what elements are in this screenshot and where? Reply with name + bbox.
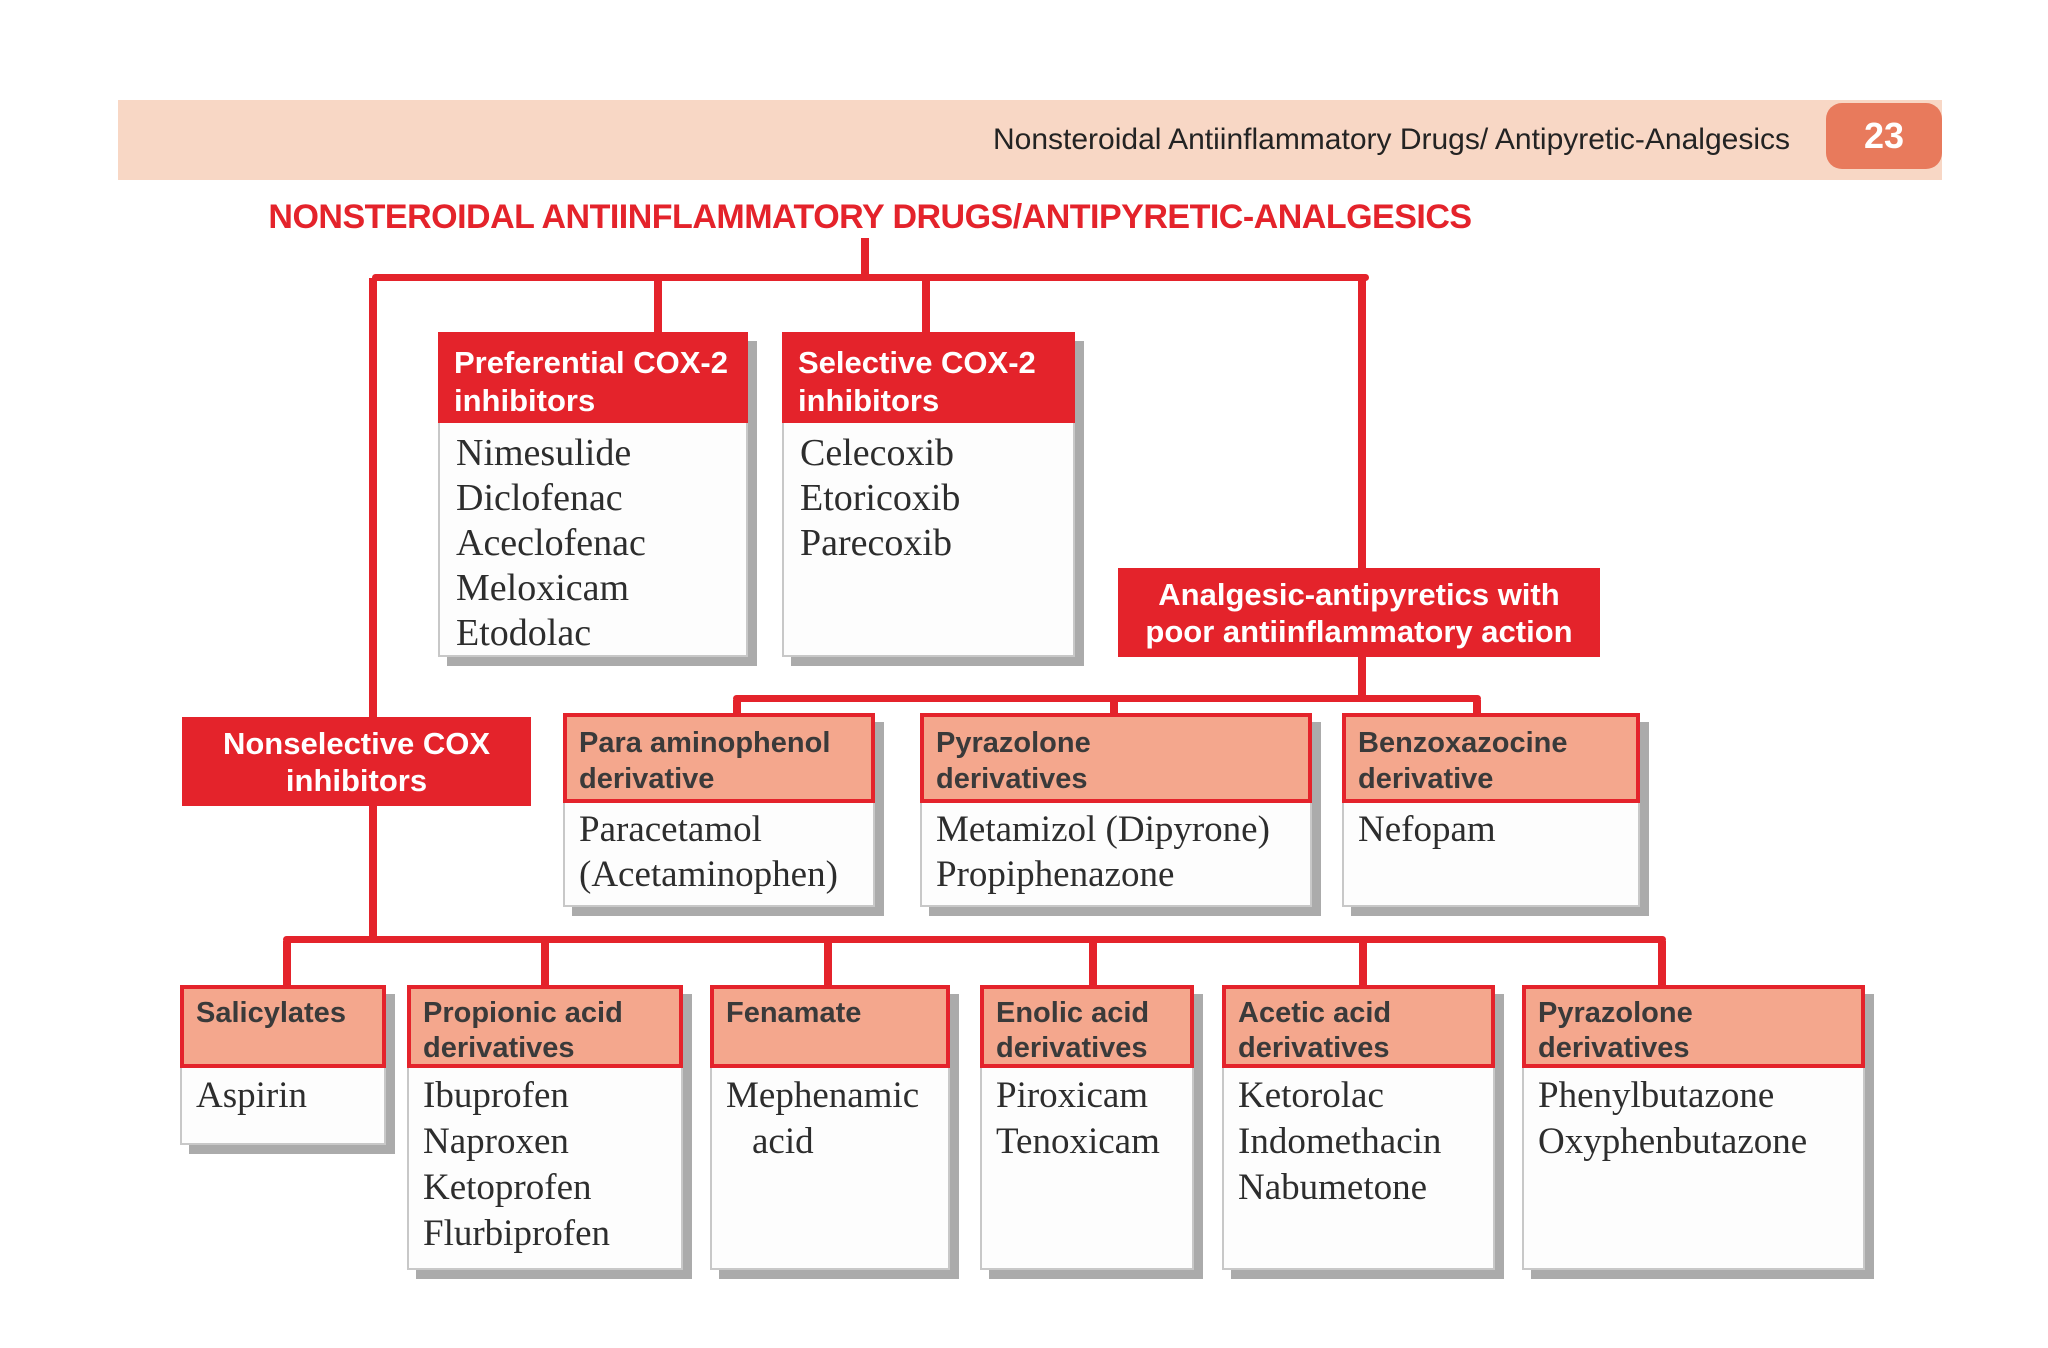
node-pyrazolone-derivatives-mid: Pyrazolone derivatives Metamizol (Dipyro… [920,713,1312,907]
drug-item: Etodolac [456,612,592,654]
node-salicylates: Salicylates Aspirin [180,985,386,1145]
connector-drop-para [733,700,741,715]
header-band: Nonsteroidal Antiinflammatory Drugs/ Ant… [118,100,1942,180]
connector-drop-pyrazolone-mid [1110,700,1118,715]
node-analgesic-antipyretics: Analgesic-antipyretics with poor antiinf… [1118,568,1600,657]
connector-leg-right [1358,278,1366,570]
node-nonselective-cox: Nonselective COX inhibitors [182,717,531,806]
drug-item: Parecoxib [800,522,952,564]
diagram-title: NONSTEROIDAL ANTIINFLAMMATORY DRUGS/ANTI… [268,198,1472,236]
drug-list: Ketorolac Indomethacin Nabumetone [1222,1068,1495,1270]
drug-item: Ketorolac [1238,1075,1384,1116]
drug-list: Mephenamic acid [710,1068,950,1270]
node-pyrazolone-derivatives-bottom: Pyrazolone derivatives Phenylbutazone Ox… [1522,985,1865,1270]
node-header: Fenamate [710,985,950,1068]
drug-item: Nabumetone [1238,1167,1428,1208]
drug-item: Flurbiprofen [423,1213,611,1254]
node-preferential-cox2: Preferential COX-2 inhibitors Nimesulide… [438,332,748,657]
drug-item: Nefopam [1358,809,1496,850]
drug-item: Nimesulide [456,432,632,474]
running-header-title: Nonsteroidal Antiinflammatory Drugs/ Ant… [992,123,1790,156]
connector-drop-pyrazolone-bottom [1658,941,1666,987]
drug-item: Tenoxicam [996,1121,1160,1162]
drug-item: Phenylbutazone [1538,1075,1775,1116]
node-header: Preferential COX-2 inhibitors [438,332,748,423]
drug-list: Celecoxib Etoricoxib Parecoxib [782,423,1075,657]
connector-trunk-2 [733,695,1481,702]
drug-list: Aspirin [180,1068,386,1145]
drug-item: Propiphenazone [936,854,1175,895]
connector-drop-enolic [1089,941,1097,987]
connector-trunk-1 [372,274,1369,281]
drug-item: Meloxicam [456,567,630,609]
node-para-aminophenol: Para aminophenol derivative Paracetamol … [563,713,875,907]
drug-item: Etoricoxib [800,477,961,519]
connector-analgesic-down [1358,655,1366,699]
drug-item: Paracetamol [579,809,762,850]
node-benzoxazocine: Benzoxazocine derivative Nefopam [1342,713,1640,907]
drug-list: Ibuprofen Naproxen Ketoprofen Flurbiprof… [407,1068,683,1270]
drug-list: Nimesulide Diclofenac Aceclofenac Meloxi… [438,423,748,657]
node-header: Enolic acid derivatives [980,985,1194,1068]
drug-list: Nefopam [1342,803,1640,907]
node-header: Salicylates [180,985,386,1068]
drug-item: Diclofenac [456,477,623,519]
drug-item: acid [752,1121,814,1162]
connector-drop-benzoxazocine [1473,700,1481,715]
connector-drop-propionic [541,941,549,987]
drug-list: Piroxicam Tenoxicam [980,1068,1194,1270]
drug-item: Aspirin [196,1075,307,1116]
drug-item: Indomethacin [1238,1121,1442,1162]
drug-item: Ibuprofen [423,1075,569,1116]
drug-item: (Acetaminophen) [579,854,838,895]
node-header: Para aminophenol derivative [563,713,875,803]
node-header: Pyrazolone derivatives [1522,985,1865,1068]
node-selective-cox2: Selective COX-2 inhibitors Celecoxib Eto… [782,332,1075,657]
node-fenamate: Fenamate Mephenamic acid [710,985,950,1270]
drug-list: Metamizol (Dipyrone) Propiphenazone [920,803,1312,907]
node-header: Acetic acid derivatives [1222,985,1495,1068]
connector-drop-salicylates [283,941,291,987]
node-propionic-acid: Propionic acid derivatives Ibuprofen Nap… [407,985,683,1270]
connector-leg-left-upper [369,278,377,719]
node-enolic-acid: Enolic acid derivatives Piroxicam Tenoxi… [980,985,1194,1270]
node-header: Benzoxazocine derivative [1342,713,1640,803]
drug-item: Metamizol (Dipyrone) [936,809,1270,850]
connector-trunk-3 [283,936,1666,943]
node-header: Pyrazolone derivatives [920,713,1312,803]
connector-drop-fenamate [824,941,832,987]
page-number-badge: 23 [1826,103,1942,169]
node-header: Selective COX-2 inhibitors [782,332,1075,423]
node-acetic-acid: Acetic acid derivatives Ketorolac Indome… [1222,985,1495,1270]
connector-drop-selective [922,278,930,334]
drug-item: Oxyphenbutazone [1538,1121,1808,1162]
drug-item: Piroxicam [996,1075,1149,1116]
connector-drop-acetic [1359,941,1367,987]
drug-list: Phenylbutazone Oxyphenbutazone [1522,1068,1865,1270]
drug-item: Mephenamic [726,1075,920,1116]
connector-title-stub [861,238,869,278]
drug-item: Celecoxib [800,432,955,474]
drug-item: Naproxen [423,1121,569,1162]
connector-drop-preferential [654,278,662,334]
drug-item: Aceclofenac [456,522,646,564]
drug-list: Paracetamol (Acetaminophen) [563,803,875,907]
connector-leg-left-lower [369,804,377,940]
node-header: Propionic acid derivatives [407,985,683,1068]
drug-item: Ketoprofen [423,1167,592,1208]
